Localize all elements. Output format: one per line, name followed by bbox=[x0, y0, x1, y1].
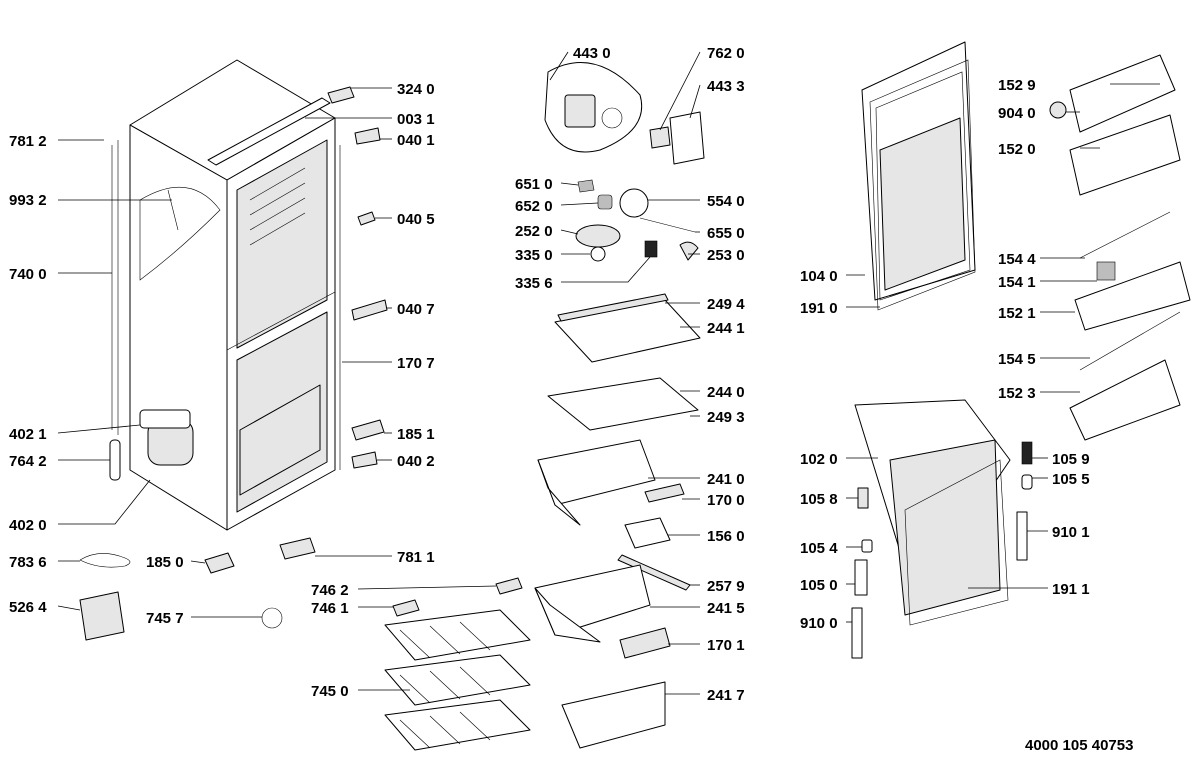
small-parts-left-drawing bbox=[79, 86, 523, 641]
part-label: 402 0 bbox=[9, 517, 47, 534]
part-label: 244 0 bbox=[707, 384, 745, 401]
control-unit-drawing bbox=[544, 62, 705, 165]
part-label: 253 0 bbox=[707, 247, 745, 264]
part-label: 156 0 bbox=[707, 528, 745, 545]
part-label: 651 0 bbox=[515, 176, 553, 193]
part-label: 904 0 bbox=[998, 105, 1036, 122]
part-label: 910 0 bbox=[800, 615, 838, 632]
drawers-drawing bbox=[534, 439, 691, 749]
door-balconies-drawing bbox=[1049, 54, 1191, 441]
part-label: 335 6 bbox=[515, 275, 553, 292]
part-label: 040 5 bbox=[397, 211, 435, 228]
part-label: 170 1 bbox=[707, 637, 745, 654]
part-label: 252 0 bbox=[515, 223, 553, 240]
part-label: 104 0 bbox=[800, 268, 838, 285]
part-label: 185 1 bbox=[397, 426, 435, 443]
part-label: 105 0 bbox=[800, 577, 838, 594]
part-label: 443 0 bbox=[573, 45, 611, 62]
part-label: 152 1 bbox=[998, 305, 1036, 322]
part-label: 249 4 bbox=[707, 296, 745, 313]
upper-door-drawing bbox=[854, 41, 1011, 626]
part-label: 652 0 bbox=[515, 198, 553, 215]
part-label: 154 4 bbox=[998, 251, 1036, 268]
part-label: 191 0 bbox=[800, 300, 838, 317]
glass-shelves-drawing bbox=[547, 293, 701, 431]
part-label: 185 0 bbox=[146, 554, 184, 571]
part-label: 102 0 bbox=[800, 451, 838, 468]
part-labels: 781 2 993 2 740 0 402 1 764 2 402 0 783 … bbox=[9, 45, 1090, 704]
part-label: 745 7 bbox=[146, 610, 184, 627]
part-label: 764 2 bbox=[9, 453, 47, 470]
part-label: 105 9 bbox=[1052, 451, 1090, 468]
part-label: 781 2 bbox=[9, 133, 47, 150]
part-label: 152 0 bbox=[998, 141, 1036, 158]
part-label: 655 0 bbox=[707, 225, 745, 242]
part-label: 746 2 bbox=[311, 582, 349, 599]
part-label: 170 0 bbox=[707, 492, 745, 509]
part-label: 241 5 bbox=[707, 600, 745, 617]
part-label: 154 5 bbox=[998, 351, 1036, 368]
part-label: 740 0 bbox=[9, 266, 47, 283]
part-label: 241 0 bbox=[707, 471, 745, 488]
part-label: 781 1 bbox=[397, 549, 435, 566]
part-label: 443 3 bbox=[707, 78, 745, 95]
cabinet-drawing bbox=[111, 59, 341, 531]
part-label: 105 5 bbox=[1052, 471, 1090, 488]
hinge-parts-drawing bbox=[851, 441, 1033, 659]
part-label: 154 1 bbox=[998, 274, 1036, 291]
part-label: 335 0 bbox=[515, 247, 553, 264]
part-label: 324 0 bbox=[397, 81, 435, 98]
part-label: 993 2 bbox=[9, 192, 47, 209]
part-label: 783 6 bbox=[9, 554, 47, 571]
part-label: 910 1 bbox=[1052, 524, 1090, 541]
thermostat-parts-drawing bbox=[575, 179, 699, 262]
part-label: 249 3 bbox=[707, 409, 745, 426]
part-label: 554 0 bbox=[707, 193, 745, 210]
part-label: 003 1 bbox=[397, 111, 435, 128]
part-label: 105 8 bbox=[800, 491, 838, 508]
part-label: 040 2 bbox=[397, 453, 435, 470]
part-label: 746 1 bbox=[311, 600, 349, 617]
part-label: 257 9 bbox=[707, 578, 745, 595]
part-label: 152 9 bbox=[998, 77, 1036, 94]
part-label: 762 0 bbox=[707, 45, 745, 62]
part-label: 040 1 bbox=[397, 132, 435, 149]
compressor-drawing bbox=[109, 409, 194, 481]
wire-shelves-drawing bbox=[384, 609, 531, 751]
part-label: 152 3 bbox=[998, 385, 1036, 402]
part-label: 526 4 bbox=[9, 599, 47, 616]
leader-lines bbox=[57, 51, 1160, 695]
part-label: 105 4 bbox=[800, 540, 838, 557]
part-label: 170 7 bbox=[397, 355, 435, 372]
part-label: 745 0 bbox=[311, 683, 349, 700]
document-number: 4000 105 40753 bbox=[1025, 737, 1134, 754]
part-label: 040 7 bbox=[397, 301, 435, 318]
part-label: 244 1 bbox=[707, 320, 745, 337]
part-label: 191 1 bbox=[1052, 581, 1090, 598]
part-label: 241 7 bbox=[707, 687, 745, 704]
part-label: 402 1 bbox=[9, 426, 47, 443]
